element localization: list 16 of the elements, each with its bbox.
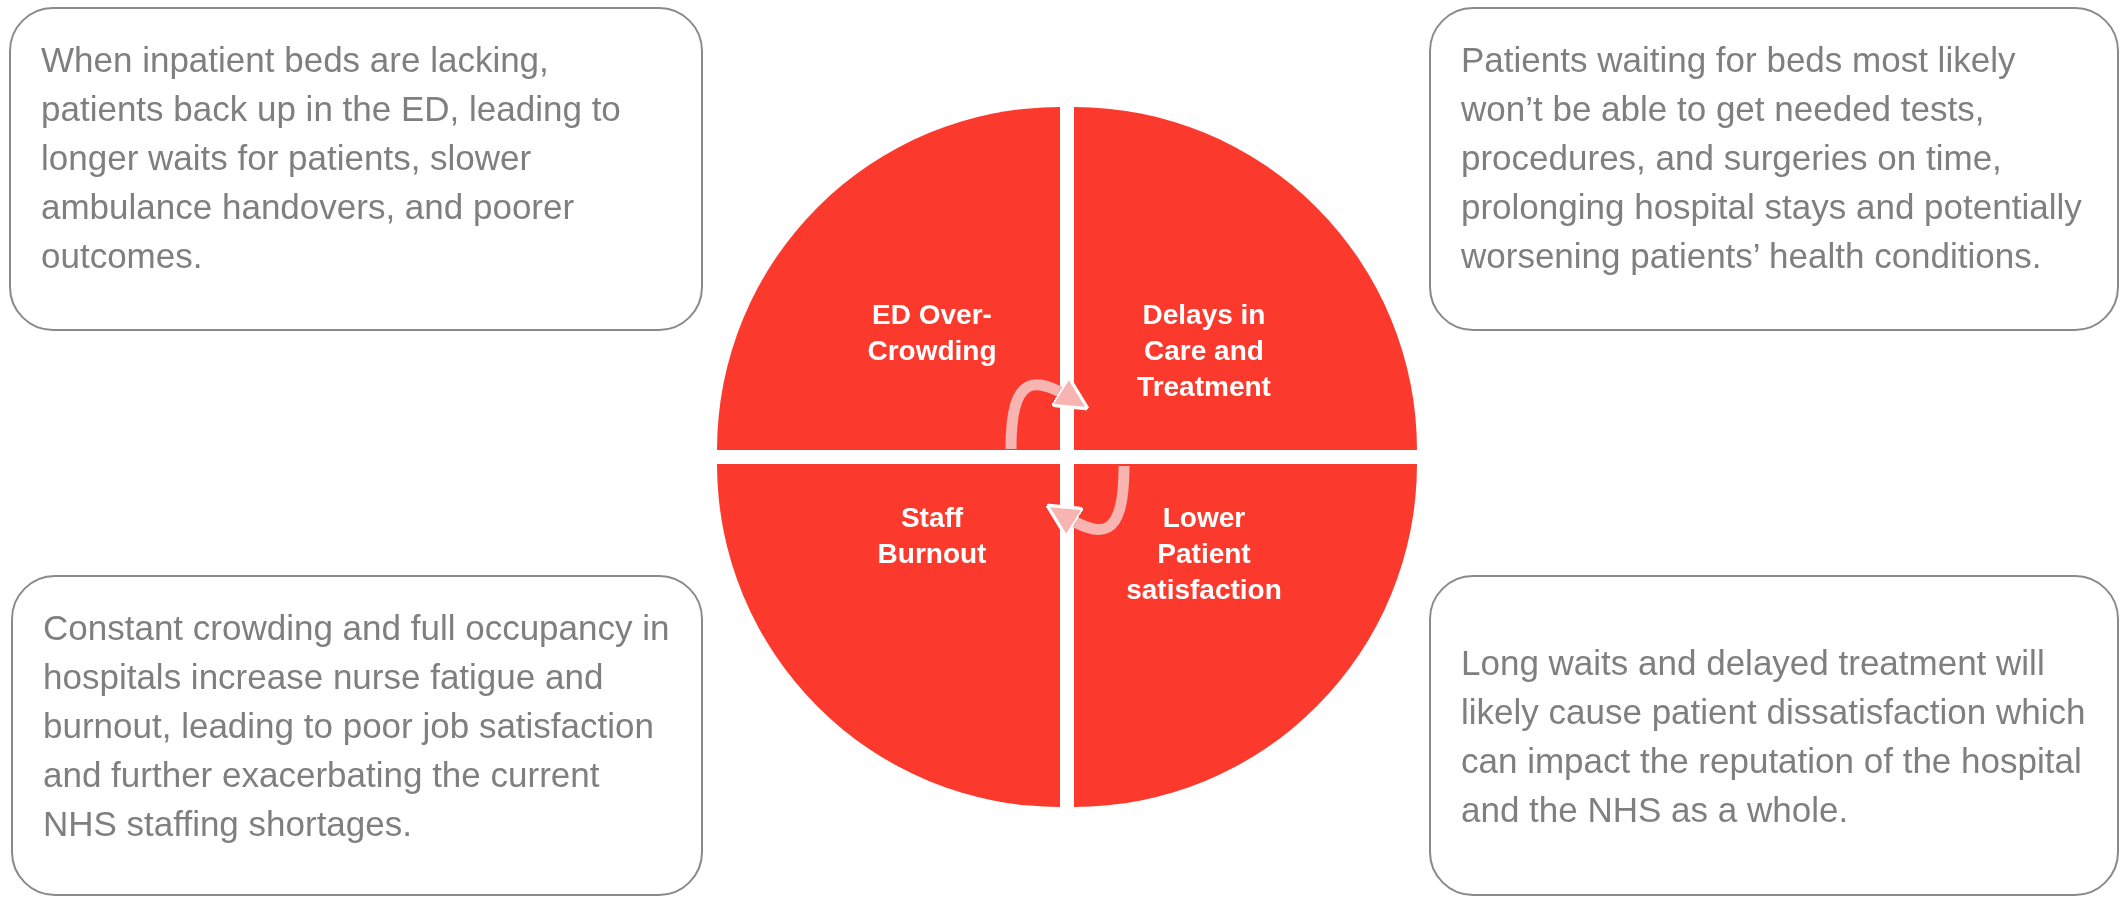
segment-title: Staff Burnout	[876, 501, 988, 571]
description-text: Constant crowding and full occupancy in hospitals increase nurse fatigue and burnout, leading to poor job satisfaction and further exacerbating the current NHS staffing shortages.	[43, 607, 671, 845]
segment-title: Lower Patient satisfaction	[1125, 501, 1283, 607]
text-card	[1429, 575, 2119, 896]
quadrant-segment	[717, 107, 1061, 451]
quadrant-segment	[717, 464, 1061, 808]
segment-title: ED Over-Crowding	[866, 298, 998, 368]
text-card	[1429, 7, 2119, 331]
text-card	[9, 7, 703, 331]
quadrant-segment	[1074, 107, 1418, 451]
quadrant-segment	[1074, 464, 1418, 808]
description-text: Patients waiting for beds most likely won’t be able to get needed tests, procedures, and surgeries on time, prolonging hospital stays and potentially worsening patients’ health conditions.	[1461, 39, 2083, 277]
segment-title: Delays in Care and Treatment	[1136, 298, 1272, 404]
description-text: When inpatient beds are lacking, patients back up in the ED, leading to longer waits for patients, slower ambulance handovers, and poorer outcomes.	[41, 39, 622, 277]
description-text: Long waits and delayed treatment will likely cause patient dissatisfaction which can impact the reputation of the hospital and the NHS as a whole.	[1461, 641, 2087, 831]
text-card	[11, 575, 703, 896]
